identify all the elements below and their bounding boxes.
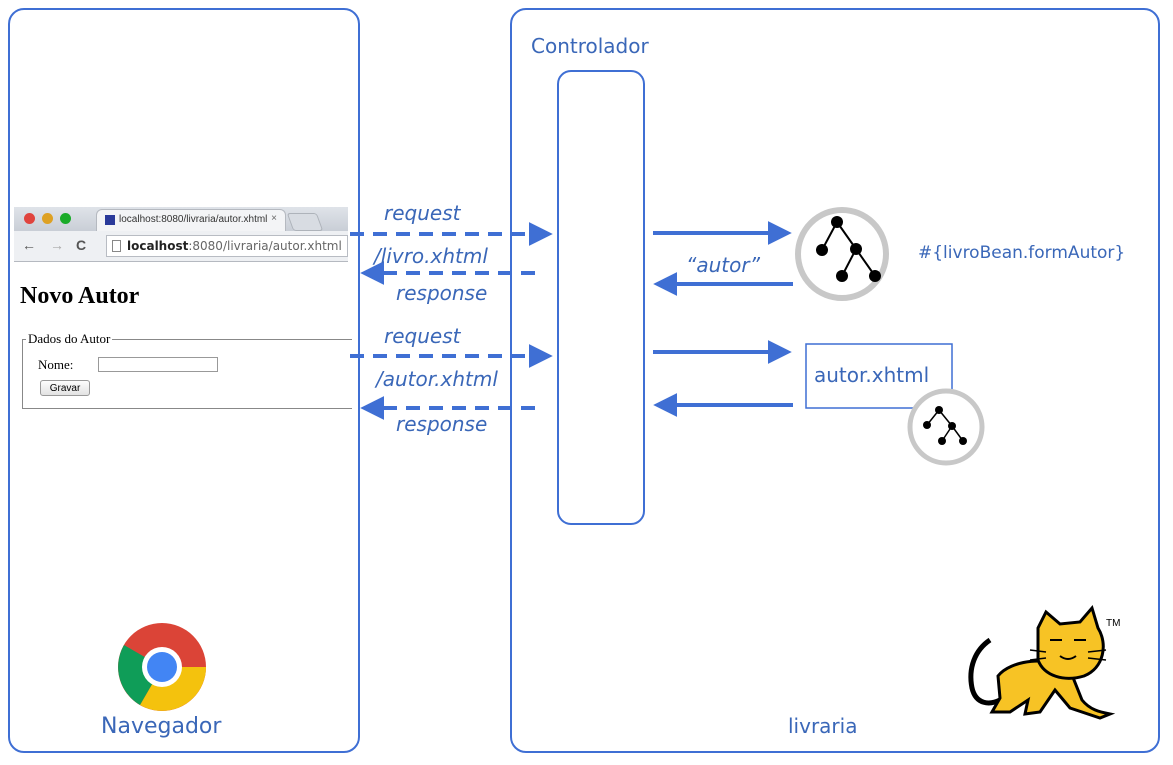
tomcat-logo-icon xyxy=(968,604,1116,720)
browser-label: Navegador xyxy=(101,714,222,739)
return-value-label: “autor” xyxy=(686,253,760,277)
minimize-window-icon[interactable] xyxy=(42,213,53,224)
controller-label: Controlador xyxy=(531,34,649,58)
view-file-label: autor.xhtml xyxy=(814,363,930,387)
back-icon[interactable]: ← xyxy=(22,237,36,253)
maximize-window-icon[interactable] xyxy=(60,213,71,224)
request-path-1: /livro.xhtml xyxy=(374,244,488,268)
tab-title: localhost:8080/livraria/autor.xhtml xyxy=(119,214,268,225)
tab-bar: localhost:8080/livraria/autor.xhtml × xyxy=(14,207,348,231)
fieldset-legend: Dados do Autor xyxy=(26,331,113,347)
close-window-icon[interactable] xyxy=(24,213,35,224)
gravar-button[interactable]: Gravar xyxy=(40,380,90,396)
chrome-logo-icon xyxy=(118,623,206,711)
browser-panel xyxy=(8,8,360,753)
browser-tab[interactable]: localhost:8080/livraria/autor.xhtml × xyxy=(96,209,286,231)
nome-label: Nome: xyxy=(38,357,74,372)
response-label-1: response xyxy=(396,281,488,305)
tab-close-icon[interactable]: × xyxy=(271,213,277,224)
url-path: :8080/livraria/autor.xhtml xyxy=(188,239,342,253)
form-fieldset xyxy=(22,339,352,409)
url-field[interactable]: localhost:8080/livraria/autor.xhtml xyxy=(106,235,348,257)
request-label-1: request xyxy=(384,201,461,225)
server-label: livraria xyxy=(788,714,858,738)
trademark-label: TM xyxy=(1106,618,1121,629)
bean-expression: #{livroBean.formAutor} xyxy=(918,243,1126,263)
forward-icon[interactable]: → xyxy=(50,237,64,253)
nome-input[interactable] xyxy=(98,357,218,372)
page-icon xyxy=(112,240,121,252)
request-label-2: request xyxy=(384,324,461,348)
request-path-2: /autor.xhtml xyxy=(376,367,498,391)
server-panel xyxy=(510,8,1160,753)
address-bar: ← → C localhost:8080/livraria/autor.xhtm… xyxy=(14,231,348,262)
response-label-2: response xyxy=(396,412,488,436)
page-title: Novo Autor xyxy=(20,283,140,309)
reload-icon[interactable]: C xyxy=(76,237,87,253)
bean-tree-icon xyxy=(795,207,889,301)
url-host: localhost xyxy=(127,239,189,253)
controller-box xyxy=(557,70,645,525)
small-tree-icon xyxy=(907,388,985,466)
favicon-icon xyxy=(105,215,115,225)
browser-window: localhost:8080/livraria/autor.xhtml × ← … xyxy=(14,207,352,412)
